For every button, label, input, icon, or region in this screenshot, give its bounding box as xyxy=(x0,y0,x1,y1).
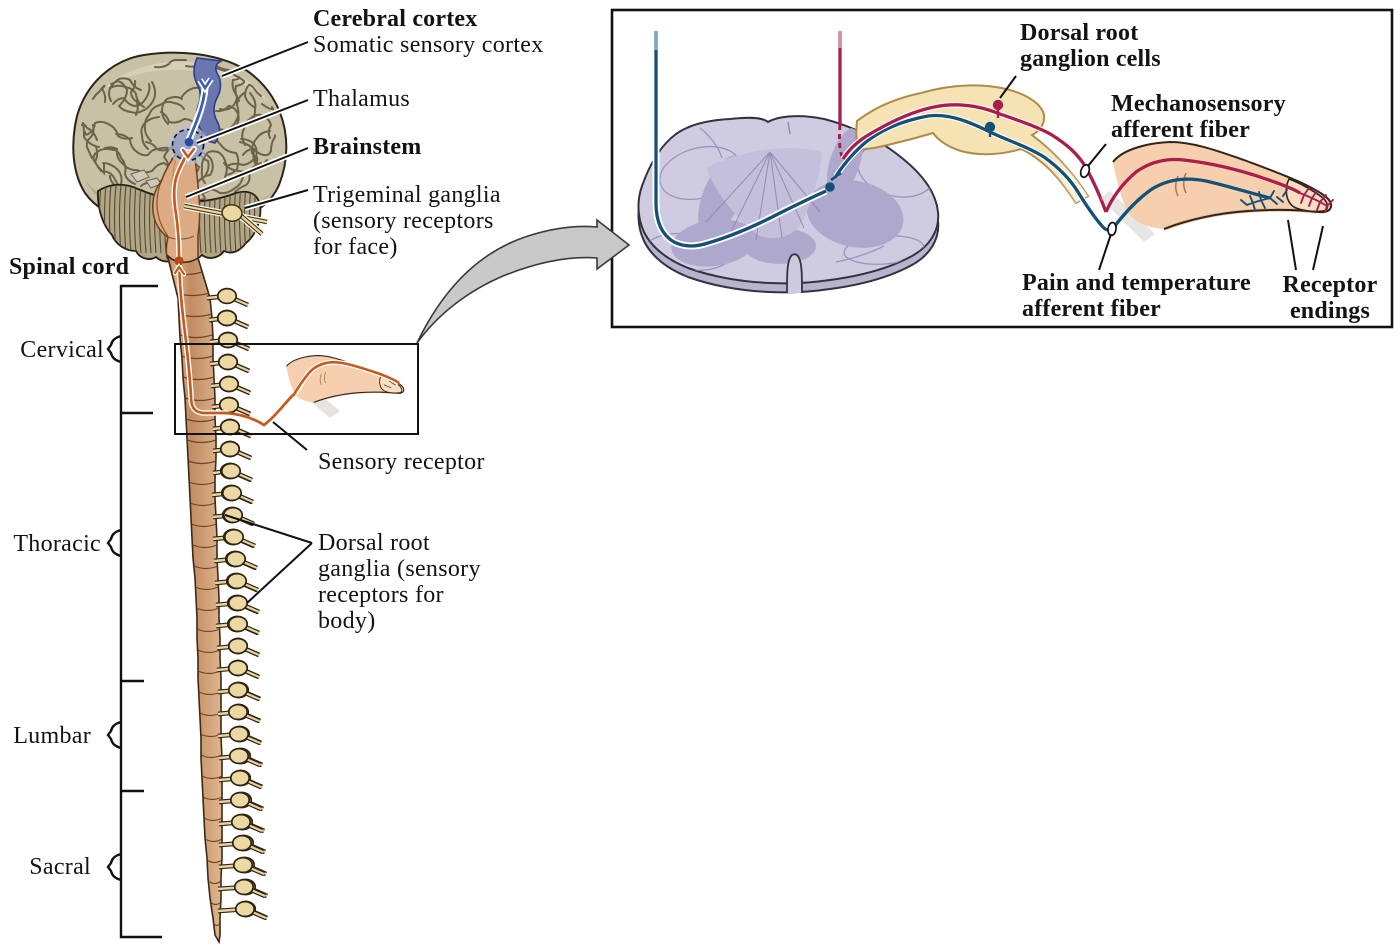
svg-text:Mechanosensory: Mechanosensory xyxy=(1111,91,1286,117)
svg-text:afferent fiber: afferent fiber xyxy=(1022,296,1161,322)
svg-text:for face): for face) xyxy=(313,234,398,260)
svg-text:ganglia (sensory: ganglia (sensory xyxy=(318,556,481,582)
svg-text:Pain and temperature: Pain and temperature xyxy=(1022,270,1251,296)
svg-text:receptors for: receptors for xyxy=(318,582,444,608)
svg-text:(sensory receptors: (sensory receptors xyxy=(313,208,494,234)
svg-text:Cervical: Cervical xyxy=(20,337,104,363)
svg-text:Dorsal root: Dorsal root xyxy=(318,530,430,556)
svg-text:Thoracic: Thoracic xyxy=(13,531,101,557)
svg-text:Dorsal root: Dorsal root xyxy=(1020,20,1138,46)
svg-text:Sensory receptor: Sensory receptor xyxy=(318,449,485,475)
svg-text:Brainstem: Brainstem xyxy=(313,134,421,160)
svg-text:afferent fiber: afferent fiber xyxy=(1111,117,1250,143)
svg-text:Thalamus: Thalamus xyxy=(313,86,410,112)
svg-text:body): body) xyxy=(318,608,376,634)
svg-text:Spinal cord: Spinal cord xyxy=(9,254,130,280)
svg-text:ganglion cells: ganglion cells xyxy=(1020,46,1161,72)
svg-text:Sacral: Sacral xyxy=(29,854,91,880)
svg-text:Lumbar: Lumbar xyxy=(13,723,91,749)
svg-text:Receptor: Receptor xyxy=(1283,272,1378,298)
svg-text:Trigeminal ganglia: Trigeminal ganglia xyxy=(313,182,501,208)
svg-text:Cerebral cortex: Cerebral cortex xyxy=(313,6,477,32)
svg-text:endings: endings xyxy=(1290,298,1370,324)
svg-text:Somatic sensory cortex: Somatic sensory cortex xyxy=(313,32,544,58)
